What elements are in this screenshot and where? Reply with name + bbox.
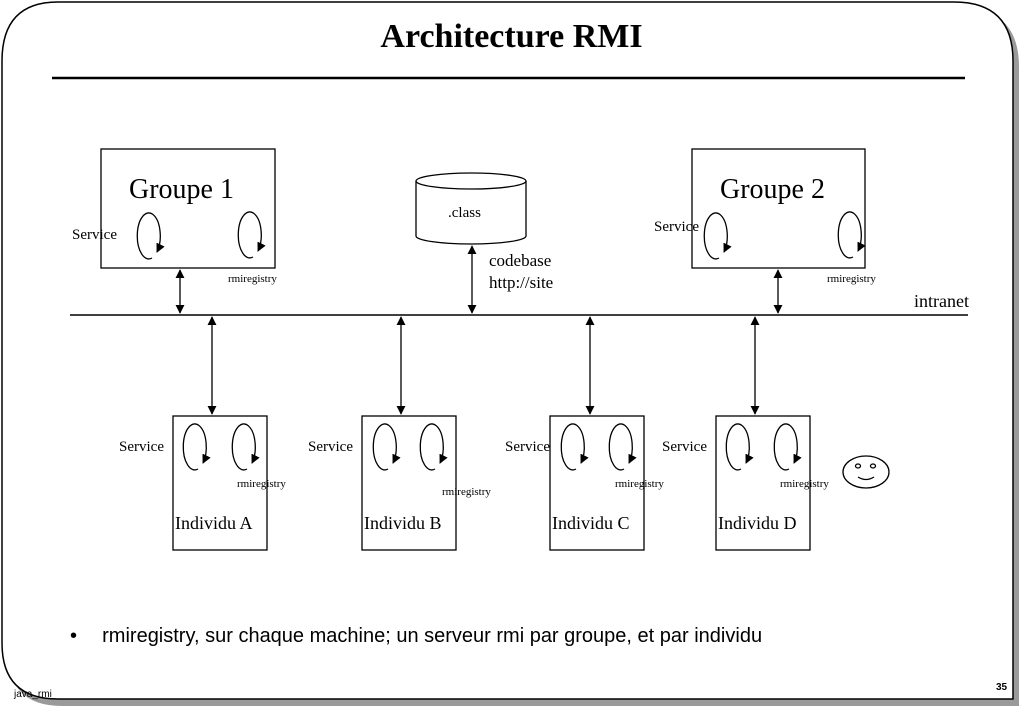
individual-d-service-label: Service <box>662 439 707 455</box>
bullet-item: • rmiregistry, sur chaque machine; un se… <box>70 626 762 646</box>
group-2-box <box>691 148 866 269</box>
bullet-text: rmiregistry, sur chaque machine; un serv… <box>102 625 763 647</box>
individual-c-service-label: Service <box>505 439 550 455</box>
individual-b-service-label: Service <box>308 439 353 455</box>
individual-c-box <box>549 415 645 551</box>
slide-title: Architecture RMI <box>380 18 643 55</box>
page-number: 35 <box>996 682 1008 693</box>
individual-a-service-label: Service <box>119 439 164 455</box>
individual-c-name: Individu C <box>552 513 630 533</box>
group-2-name: Groupe 2 <box>720 174 825 205</box>
individual-a-service-loop-icon <box>182 423 211 471</box>
individual-d-registry-loop-icon <box>773 423 802 471</box>
individual-b-box <box>361 415 457 551</box>
individual-d-registry-label: rmiregistry <box>780 478 829 490</box>
group-1-registry-loop-icon <box>237 211 266 259</box>
individual-d-name: Individu D <box>718 513 797 533</box>
group-1-name: Groupe 1 <box>129 174 234 205</box>
bullet-marker: • <box>70 625 78 647</box>
individual-a-registry-loop-icon <box>231 423 260 471</box>
group-1-service-label: Service <box>72 227 117 243</box>
group-2-registry-label: rmiregistry <box>827 273 876 285</box>
group-2-service-label: Service <box>654 219 699 235</box>
footer-filename: java_rmi <box>14 689 52 700</box>
class-repository-cylinder <box>415 172 527 245</box>
individual-a-box <box>172 415 268 551</box>
repository-class-label: .class <box>448 205 481 221</box>
group-1-service-loop-icon <box>136 212 165 260</box>
codebase-url: http://site <box>489 273 554 292</box>
individual-b-service-loop-icon <box>372 423 401 471</box>
individual-c-registry-label: rmiregistry <box>615 478 664 490</box>
individual-d-service-loop-icon <box>725 423 754 471</box>
codebase-label: codebase <box>489 251 552 270</box>
individual-b-registry-loop-icon <box>419 423 448 471</box>
group-1-registry-label: rmiregistry <box>228 273 277 285</box>
intranet-label: intranet <box>914 291 969 311</box>
group-2-service-loop-icon <box>703 212 732 260</box>
group-2-registry-loop-icon <box>837 211 866 259</box>
individual-a-registry-label: rmiregistry <box>237 478 286 490</box>
individual-c-service-loop-icon <box>560 423 589 471</box>
slide-frame <box>1 1 1014 700</box>
individual-b-name: Individu B <box>364 513 442 533</box>
individual-d-box <box>715 415 811 551</box>
group-1-box <box>100 148 276 269</box>
individual-a-name: Individu A <box>175 513 253 533</box>
individual-c-registry-loop-icon <box>608 423 637 471</box>
individual-b-registry-label: rmiregistry <box>442 486 491 498</box>
smiley-face-icon <box>842 455 890 489</box>
